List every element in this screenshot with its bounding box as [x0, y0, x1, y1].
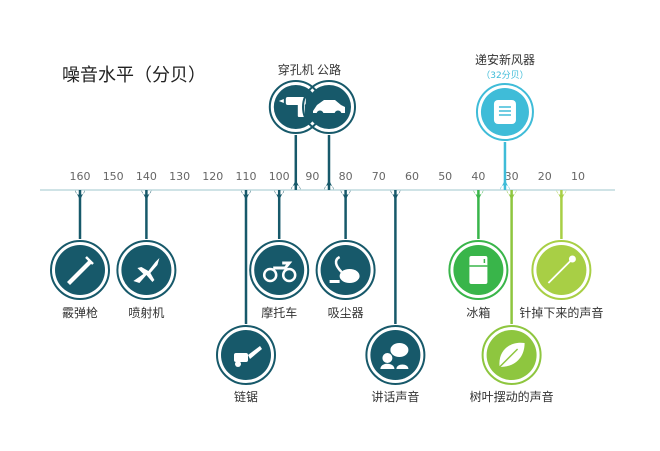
speech-icon: [380, 343, 409, 369]
tick-label: 80: [339, 170, 353, 183]
noise-item-vacuum: 吸尘器: [315, 190, 376, 320]
purifier-icon: [493, 100, 516, 124]
icon-disc: [273, 85, 318, 129]
tick-label: 110: [236, 170, 257, 183]
noise-item-motorcycle: 摩托车: [249, 190, 310, 320]
tick-label: 150: [103, 170, 124, 183]
icon-ring: [50, 240, 110, 300]
tick-label: 90: [305, 170, 319, 183]
icon-ring: [365, 325, 426, 385]
chainsaw-icon: [234, 346, 262, 367]
page-title: 噪音水平（分贝）: [62, 65, 206, 86]
axis-marker: [290, 180, 301, 190]
item-label: 吸尘器: [328, 306, 364, 320]
shotgun-icon: [67, 256, 94, 285]
item-label: 喷射机: [128, 305, 164, 320]
axis-marker: [274, 190, 285, 200]
icon-ring: [216, 325, 276, 385]
fridge-icon: [469, 256, 488, 284]
icon-ring: [531, 240, 592, 300]
tick-label: 70: [372, 170, 386, 183]
noise-item-chainsaw: 链锯: [216, 190, 276, 404]
tick-label: 60: [405, 170, 419, 183]
axis-marker: [241, 190, 251, 200]
item-label: 冰箱: [466, 305, 490, 320]
noise-item-jet: 喷射机: [116, 190, 177, 320]
noise-item-drill: 穿孔机: [268, 62, 323, 190]
tick-label: 100: [269, 170, 290, 183]
tick-label: 160: [70, 170, 91, 183]
item-label: 针掉下来的声音: [519, 305, 603, 320]
tick-label: 10: [571, 170, 585, 183]
item-label: 递安新风器: [475, 52, 535, 67]
icon-ring: [481, 325, 542, 385]
icon-ring: [315, 240, 376, 300]
item-label: 穿孔机: [278, 62, 314, 77]
car-icon: [313, 100, 345, 118]
item-label: 霰弹枪: [62, 305, 98, 320]
axis-marker: [324, 180, 334, 190]
axis-marker: [473, 190, 484, 200]
noise-item-purifier: 递安新风器 （32分贝）: [475, 52, 535, 190]
tick-label: 130: [169, 170, 190, 183]
axis-marker: [390, 190, 401, 200]
pin-icon: [547, 255, 576, 284]
icon-disc: [254, 245, 305, 295]
icon-ring: [475, 83, 534, 141]
vacuum-icon: [329, 255, 360, 283]
axis-marker: [141, 190, 152, 200]
tick-label: 30: [505, 170, 519, 183]
icon-ring: [448, 240, 509, 300]
icon-ring: [116, 240, 177, 300]
noise-item-fridge: 冰箱: [448, 190, 509, 320]
noise-item-road: 公路: [302, 62, 356, 190]
item-label: 公路: [317, 62, 341, 77]
noise-item-pin: 针掉下来的声音: [519, 190, 603, 320]
axis-marker: [75, 190, 85, 200]
tick-label: 20: [538, 170, 552, 183]
tick-label: 50: [438, 170, 452, 183]
leaf-icon: [499, 342, 525, 368]
noise-item-shotgun: 霰弹枪: [50, 190, 110, 320]
axis-marker: [556, 190, 567, 200]
icon-ring: [249, 240, 310, 300]
item-sublabel: （32分贝）: [481, 70, 528, 81]
item-label: 讲话声音: [371, 389, 419, 404]
motorcycle-icon: [262, 261, 297, 283]
tick-label: 140: [136, 170, 157, 183]
item-label: 摩托车: [261, 305, 297, 320]
icon-ring: [302, 80, 356, 134]
item-label: 树叶摆动的声音: [470, 389, 554, 404]
noise-item-talking: 讲话声音: [365, 190, 426, 404]
axis-marker: [499, 180, 510, 190]
item-label: 链锯: [234, 389, 258, 404]
noise-item-leaves: 树叶摆动的声音: [470, 190, 554, 404]
tick-label: 40: [471, 170, 485, 183]
axis-marker: [506, 190, 517, 200]
tick-label: 120: [202, 170, 223, 183]
jet-icon: [133, 258, 160, 283]
axis-marker: [340, 190, 351, 200]
